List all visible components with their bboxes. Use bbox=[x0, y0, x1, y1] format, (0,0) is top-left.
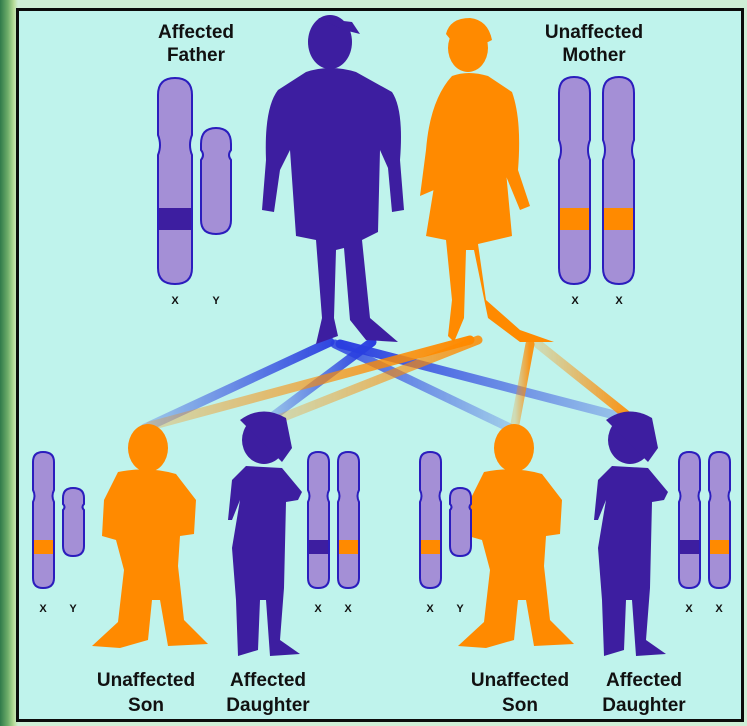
son2-x-letter: X bbox=[426, 603, 434, 615]
daughter2-x1-mutation-band bbox=[680, 540, 699, 554]
son1-silhouette bbox=[92, 424, 208, 648]
child3-label-line2: Son bbox=[502, 695, 538, 716]
child2-label-line2: Daughter bbox=[226, 695, 310, 716]
mother-silhouette bbox=[420, 18, 554, 342]
son2-silhouette bbox=[458, 424, 574, 648]
daughter1-x2-letter: X bbox=[344, 603, 352, 615]
child2-label-line1: Affected bbox=[230, 670, 306, 691]
child-labels: Unaffected Son Affected Daughter Unaffec… bbox=[97, 670, 686, 716]
father-silhouette bbox=[262, 15, 404, 344]
father-label-line1: Affected bbox=[158, 22, 234, 43]
child4-label-line2: Daughter bbox=[602, 695, 686, 716]
child1-label-line2: Son bbox=[128, 695, 164, 716]
child1-label-line1: Unaffected bbox=[97, 670, 195, 691]
daughter2-x2-band bbox=[710, 540, 729, 554]
daughter1-x1-mutation-band bbox=[309, 540, 328, 554]
daughter1-x1-letter: X bbox=[314, 603, 322, 615]
son1-x-letter: X bbox=[39, 603, 47, 615]
mother-x2-chromosome bbox=[603, 77, 634, 284]
mother-x1-chromosome bbox=[559, 77, 590, 284]
daughter1-x1-chromosome bbox=[308, 452, 329, 588]
father-x-letter: X bbox=[171, 295, 179, 307]
mother-label-line2: Mother bbox=[562, 45, 626, 66]
son1-y-chromosome bbox=[63, 488, 84, 556]
inheritance-lines bbox=[145, 340, 628, 428]
mother-x1-band bbox=[560, 208, 589, 230]
son1-x-chromosome bbox=[33, 452, 54, 588]
father-y-chromosome bbox=[201, 128, 231, 234]
son1-x-band bbox=[34, 540, 53, 554]
daughter2-x2-chromosome bbox=[709, 452, 730, 588]
child4-label-line1: Affected bbox=[606, 670, 682, 691]
mother-x1-letter: X bbox=[571, 295, 579, 307]
daughter2-x1-letter: X bbox=[685, 603, 693, 615]
daughter1-x2-chromosome bbox=[338, 452, 359, 588]
daughter1-silhouette bbox=[228, 411, 302, 656]
daughter2-x2-letter: X bbox=[715, 603, 723, 615]
father-y-letter: Y bbox=[212, 295, 220, 307]
child3-label-line1: Unaffected bbox=[471, 670, 569, 691]
daughter1-x2-band bbox=[339, 540, 358, 554]
father-x-chromosome bbox=[158, 78, 192, 284]
parent-labels: Affected Father Unaffected Mother bbox=[158, 22, 643, 66]
son2-x-chromosome bbox=[420, 452, 441, 588]
son2-y-letter: Y bbox=[456, 603, 464, 615]
son2-x-band bbox=[421, 540, 440, 554]
mother-x2-band bbox=[604, 208, 633, 230]
father-x-mutation-band bbox=[159, 208, 191, 230]
mother-label-line1: Unaffected bbox=[545, 22, 643, 43]
son1-y-letter: Y bbox=[69, 603, 77, 615]
line-mother-to-son2 bbox=[515, 344, 530, 424]
son2-y-chromosome bbox=[450, 488, 471, 556]
daughter2-silhouette bbox=[594, 411, 668, 656]
father-label-line2: Father bbox=[167, 45, 226, 66]
daughter2-x1-chromosome bbox=[679, 452, 700, 588]
mother-x2-letter: X bbox=[615, 295, 623, 307]
